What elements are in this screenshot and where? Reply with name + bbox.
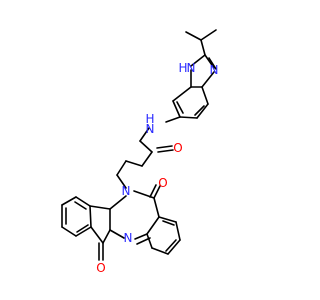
imidazole-nh-nitrogen: N xyxy=(187,61,196,75)
imidazole-nh-hydrogen: H xyxy=(178,61,187,75)
amide-nh-hydrogen: H xyxy=(145,112,154,126)
amide-nitrogen: N xyxy=(146,122,155,136)
amide-oxygen: O xyxy=(173,141,182,155)
bond-lines xyxy=(61,29,217,261)
molecule-structure: H N N H N O N O N O xyxy=(61,29,218,275)
imidazole-nitrogen: N xyxy=(210,63,219,77)
atom-labels: H N N H N O N O N O xyxy=(96,60,218,275)
quinazolinone-oxygen: O xyxy=(158,176,167,190)
quinazolinone-nitrogen: N xyxy=(122,184,131,198)
fused-ring-nitrogen: N xyxy=(124,231,133,245)
isoindolinone-oxygen: O xyxy=(96,261,105,275)
